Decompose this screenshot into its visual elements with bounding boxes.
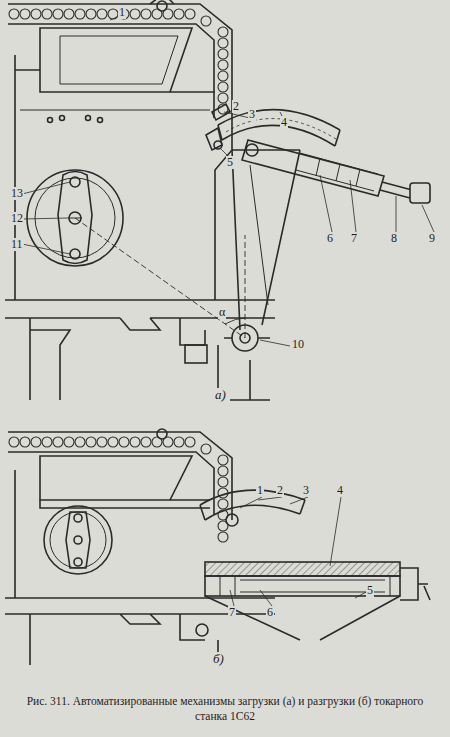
workpiece (108, 437, 118, 447)
callout-number: 1 (256, 484, 264, 497)
figure-caption: Рис. 311. Автоматизированные механизмы з… (12, 694, 438, 724)
workpiece (218, 38, 228, 48)
callout-number: 3 (302, 484, 310, 497)
workpiece (75, 9, 85, 19)
callout-number: 10 (291, 338, 305, 351)
callout-number: 7 (228, 606, 236, 619)
workpiece (201, 444, 211, 454)
loading-mechanism (5, 0, 434, 400)
workpiece (218, 466, 228, 476)
workpiece (9, 9, 19, 19)
workpiece (130, 437, 140, 447)
callout-number: 3 (248, 108, 256, 121)
workpiece (86, 437, 96, 447)
workpiece (218, 60, 228, 70)
callout-number: 6 (266, 606, 274, 619)
callout-number: 7 (350, 232, 358, 245)
workpiece (218, 82, 228, 92)
subfigure-label: а) (214, 388, 227, 401)
callout-number: 2 (232, 100, 240, 113)
callout-number: 13 (10, 187, 24, 200)
workpiece (218, 49, 228, 59)
workpiece (64, 437, 74, 447)
callout-number: 4 (280, 116, 288, 129)
callout-number: 5 (366, 584, 374, 597)
workpiece (152, 9, 162, 19)
callout-number: 1 (118, 6, 126, 19)
workpiece (86, 9, 96, 19)
callout-number: 8 (390, 232, 398, 245)
callout-number: 6 (326, 232, 334, 245)
workpiece (174, 9, 184, 19)
callout-number: 4 (336, 484, 344, 497)
workpiece (218, 455, 228, 465)
callout-number: 12 (10, 212, 24, 225)
callout-number: 5 (226, 156, 234, 169)
workpiece (218, 477, 228, 487)
workpiece (163, 437, 173, 447)
workpiece (9, 437, 19, 447)
workpiece (218, 27, 228, 37)
workpiece (42, 437, 52, 447)
workpiece (141, 9, 151, 19)
workpiece (20, 437, 30, 447)
workpiece (218, 71, 228, 81)
workpiece (152, 437, 162, 447)
workpiece (185, 9, 195, 19)
workpiece (31, 9, 41, 19)
workpiece (218, 93, 228, 103)
workpiece (163, 9, 173, 19)
callout-number: 11 (10, 238, 24, 251)
callout-number: 2 (276, 484, 284, 497)
workpiece (119, 437, 129, 447)
workpiece (97, 437, 107, 447)
callout-number: α (218, 306, 226, 319)
workpiece (31, 437, 41, 447)
subfigure-label: б) (212, 652, 225, 665)
workpiece (218, 499, 228, 509)
workpiece (20, 9, 30, 19)
workpiece (141, 437, 151, 447)
workpiece (130, 9, 140, 19)
workpiece (174, 437, 184, 447)
workpiece (53, 437, 63, 447)
workpiece (218, 532, 228, 542)
workpiece (185, 437, 195, 447)
workpiece (75, 437, 85, 447)
unloading-mechanism (5, 429, 430, 665)
workpiece (97, 9, 107, 19)
workpiece (64, 9, 74, 19)
workpiece (201, 16, 211, 26)
callout-number: 9 (428, 232, 436, 245)
workpiece (42, 9, 52, 19)
workpiece (53, 9, 63, 19)
